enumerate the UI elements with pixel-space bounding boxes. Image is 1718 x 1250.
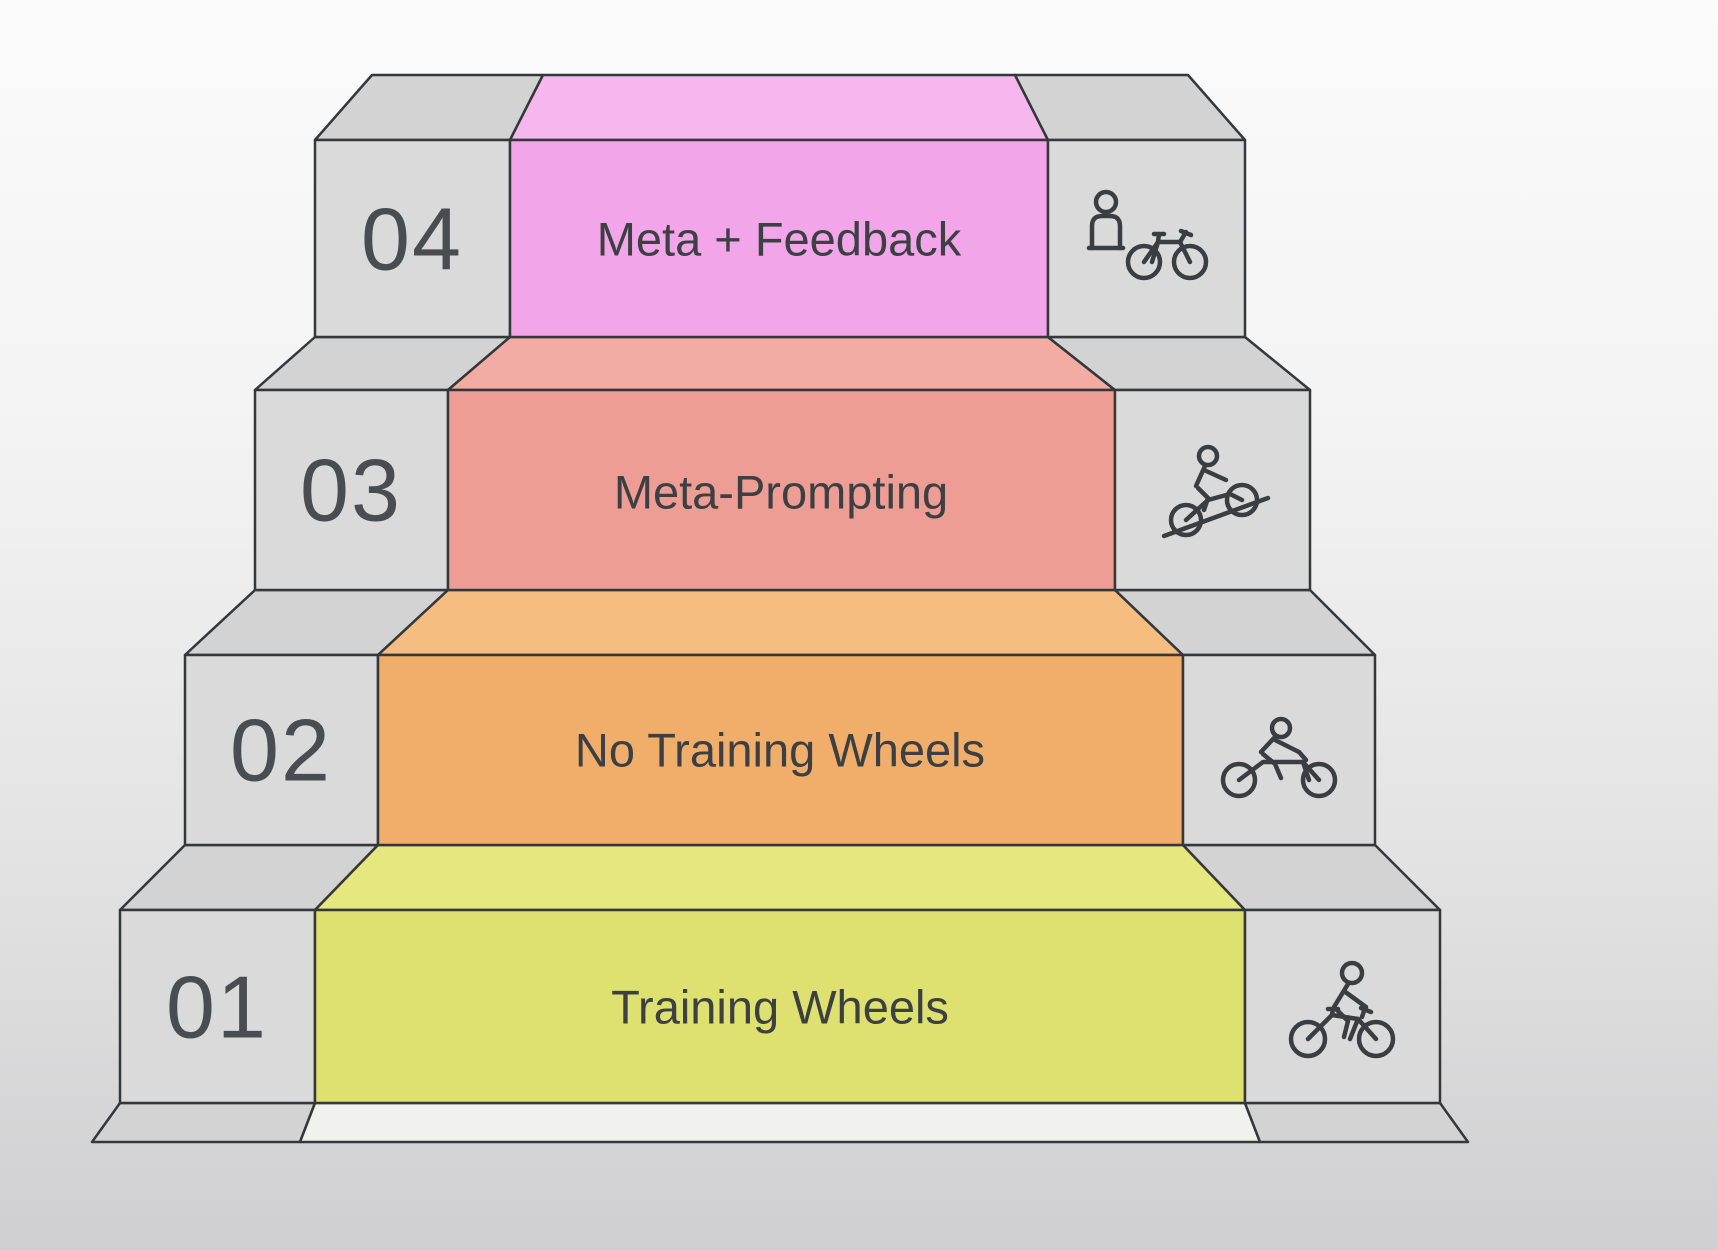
level-01-icon-box	[1243, 908, 1442, 1105]
level-03-label: Meta-Prompting	[614, 466, 948, 519]
level-03: 03 Meta-Prompting	[253, 335, 1312, 592]
level-02-label: No Training Wheels	[575, 724, 985, 777]
cyclist-slope-icon	[1161, 444, 1271, 539]
base-left-gray	[90, 1101, 317, 1144]
level-02-number: 02	[230, 701, 332, 800]
level-02: 02 No Training Wheels	[183, 588, 1377, 847]
level-02-tread-center	[376, 588, 1185, 657]
level-04: 04 Meta + Feedback	[313, 73, 1247, 339]
person-with-bike-icon	[1086, 189, 1209, 281]
base-right-gray	[1243, 1101, 1470, 1144]
level-01-number: 01	[166, 958, 268, 1057]
base-platform	[90, 1101, 1470, 1144]
cyclist-leaning-icon	[1220, 716, 1338, 799]
level-03-icon-box	[1113, 388, 1312, 592]
level-01-tread-center	[313, 843, 1247, 912]
level-04-tread-center	[508, 73, 1050, 142]
level-03-tread-center	[446, 335, 1117, 392]
level-04-number: 04	[361, 190, 463, 289]
level-03-number: 03	[300, 441, 402, 540]
level-04-tread-left	[313, 73, 545, 142]
level-01-label: Training Wheels	[611, 981, 949, 1034]
level-02-icon-box	[1181, 653, 1377, 847]
level-01: 01 Training Wheels	[118, 843, 1442, 1105]
level-04-icon-box	[1046, 138, 1247, 339]
cyclist-riding-icon	[1288, 960, 1396, 1059]
level-04-tread-right	[1013, 73, 1247, 142]
level-04-label: Meta + Feedback	[597, 213, 962, 266]
base-center	[298, 1101, 1262, 1144]
